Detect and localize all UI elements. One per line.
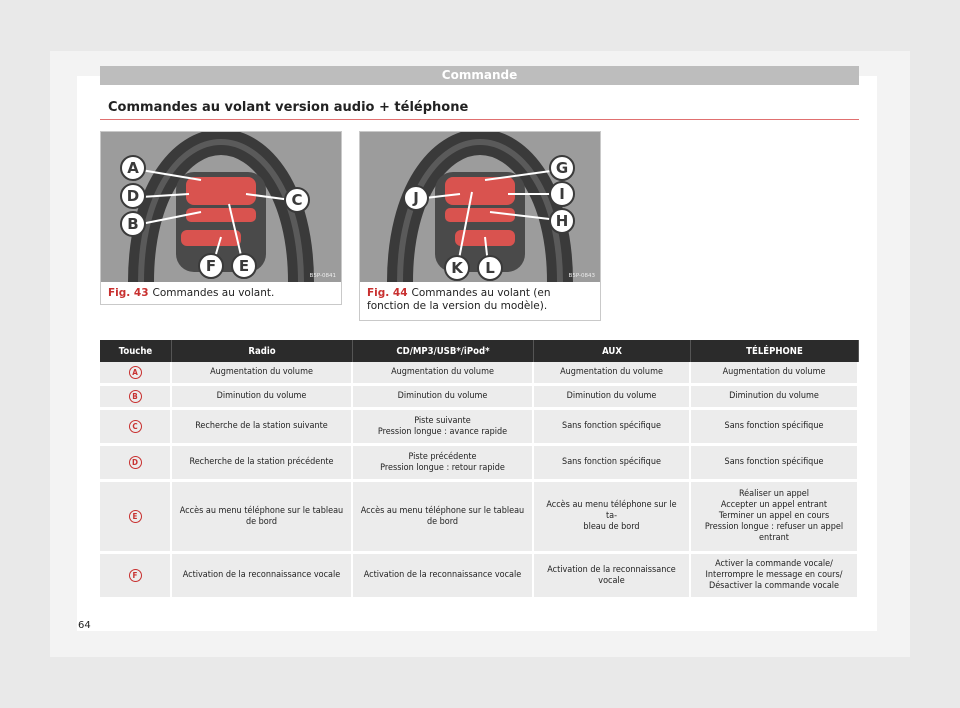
column-header-cd: CD/MP3/USB*/iPod* xyxy=(353,340,534,362)
table-cell: Sans fonction spécifique xyxy=(534,410,691,446)
table-row: F Activation de la reconnaissance vocale… xyxy=(100,554,859,600)
figure-43-image: A D C B F E B5P-0841 xyxy=(101,132,341,282)
chapter-header: Commande xyxy=(100,66,859,85)
controls-table: Touche Radio CD/MP3/USB*/iPod* AUX TÉLÉP… xyxy=(100,340,859,600)
table-cell: Activation de la reconnaissance vocale xyxy=(353,554,534,600)
section-title: Commandes au volant version audio + télé… xyxy=(108,100,469,115)
table-row: A Augmentation du volume Augmentation du… xyxy=(100,362,859,386)
steering-wheel-right-illustration: G J I H K L xyxy=(360,132,600,282)
column-header-key: Touche xyxy=(100,340,172,362)
figure-44-number: Fig. 44 xyxy=(367,287,408,299)
table-cell: Sans fonction spécifique xyxy=(691,410,859,446)
key-badge-a: A xyxy=(128,366,142,379)
table-cell: Activation de la reconnaissance vocale xyxy=(534,554,691,600)
key-badge-b: B xyxy=(128,390,142,403)
table-row: C Recherche de la station suivante Piste… xyxy=(100,410,859,446)
table-cell: Augmentation du volume xyxy=(534,362,691,386)
table-cell: Diminution du volume xyxy=(172,386,353,410)
table-cell: Sans fonction spécifique xyxy=(691,446,859,482)
callout-l: L xyxy=(485,259,495,277)
table-cell: Piste suivante Pression longue : avance … xyxy=(353,410,534,446)
callout-c: C xyxy=(291,191,302,209)
table-cell: Diminution du volume xyxy=(534,386,691,410)
key-badge-c: C xyxy=(128,420,142,433)
key-badge-e: E xyxy=(128,510,142,523)
table-cell: Activation de la reconnaissance vocale xyxy=(172,554,353,600)
figure-44-caption-text: Commandes au volant (en fonction de la v… xyxy=(367,287,551,312)
table-cell: Recherche de la station suivante xyxy=(172,410,353,446)
table-cell: Réaliser un appel Accepter un appel entr… xyxy=(691,482,859,554)
table-row: D Recherche de la station précédente Pis… xyxy=(100,446,859,482)
table-cell: Accès au menu téléphone sur le tableau d… xyxy=(172,482,353,554)
column-header-radio: Radio xyxy=(172,340,353,362)
table-cell: Augmentation du volume xyxy=(353,362,534,386)
table-cell: Activer la commande vocale/ Interrompre … xyxy=(691,554,859,600)
table-cell: Diminution du volume xyxy=(691,386,859,410)
callout-i: I xyxy=(559,185,565,203)
column-header-aux: AUX xyxy=(534,340,691,362)
callout-j: J xyxy=(412,189,419,207)
figure-44-image: G J I H K L B5P-0843 xyxy=(360,132,600,282)
figure-43-number: Fig. 43 xyxy=(108,287,149,299)
key-badge-f: F xyxy=(128,569,142,582)
table-cell: Piste précédente Pression longue : retou… xyxy=(353,446,534,482)
table-cell: Augmentation du volume xyxy=(691,362,859,386)
table-header-row: Touche Radio CD/MP3/USB*/iPod* AUX TÉLÉP… xyxy=(100,340,859,362)
page-number: 64 xyxy=(78,620,91,631)
table-cell: Recherche de la station précédente xyxy=(172,446,353,482)
callout-k: K xyxy=(451,259,464,277)
figure-43-code: B5P-0841 xyxy=(309,273,336,279)
table-cell: Sans fonction spécifique xyxy=(534,446,691,482)
column-header-phone: TÉLÉPHONE xyxy=(691,340,859,362)
table-cell: Accès au menu téléphone sur le ta- bleau… xyxy=(534,482,691,554)
table-cell: Augmentation du volume xyxy=(172,362,353,386)
figure-44-code: B5P-0843 xyxy=(568,273,595,279)
callout-a: A xyxy=(127,159,139,177)
callout-f: F xyxy=(206,257,216,275)
table-cell: Accès au menu téléphone sur le tableau d… xyxy=(353,482,534,554)
figure-43-caption-text: Commandes au volant. xyxy=(152,287,275,299)
table-cell: Diminution du volume xyxy=(353,386,534,410)
callout-b: B xyxy=(127,215,138,233)
title-divider xyxy=(100,119,859,120)
steering-wheel-left-illustration: A D C B F E xyxy=(101,132,341,282)
table-row: E Accès au menu téléphone sur le tableau… xyxy=(100,482,859,554)
key-badge-d: D xyxy=(128,456,142,469)
callout-d: D xyxy=(127,187,139,205)
table-row: B Diminution du volume Diminution du vol… xyxy=(100,386,859,410)
callout-e: E xyxy=(239,257,249,275)
callout-h: H xyxy=(556,212,569,230)
callout-g: G xyxy=(556,159,568,177)
